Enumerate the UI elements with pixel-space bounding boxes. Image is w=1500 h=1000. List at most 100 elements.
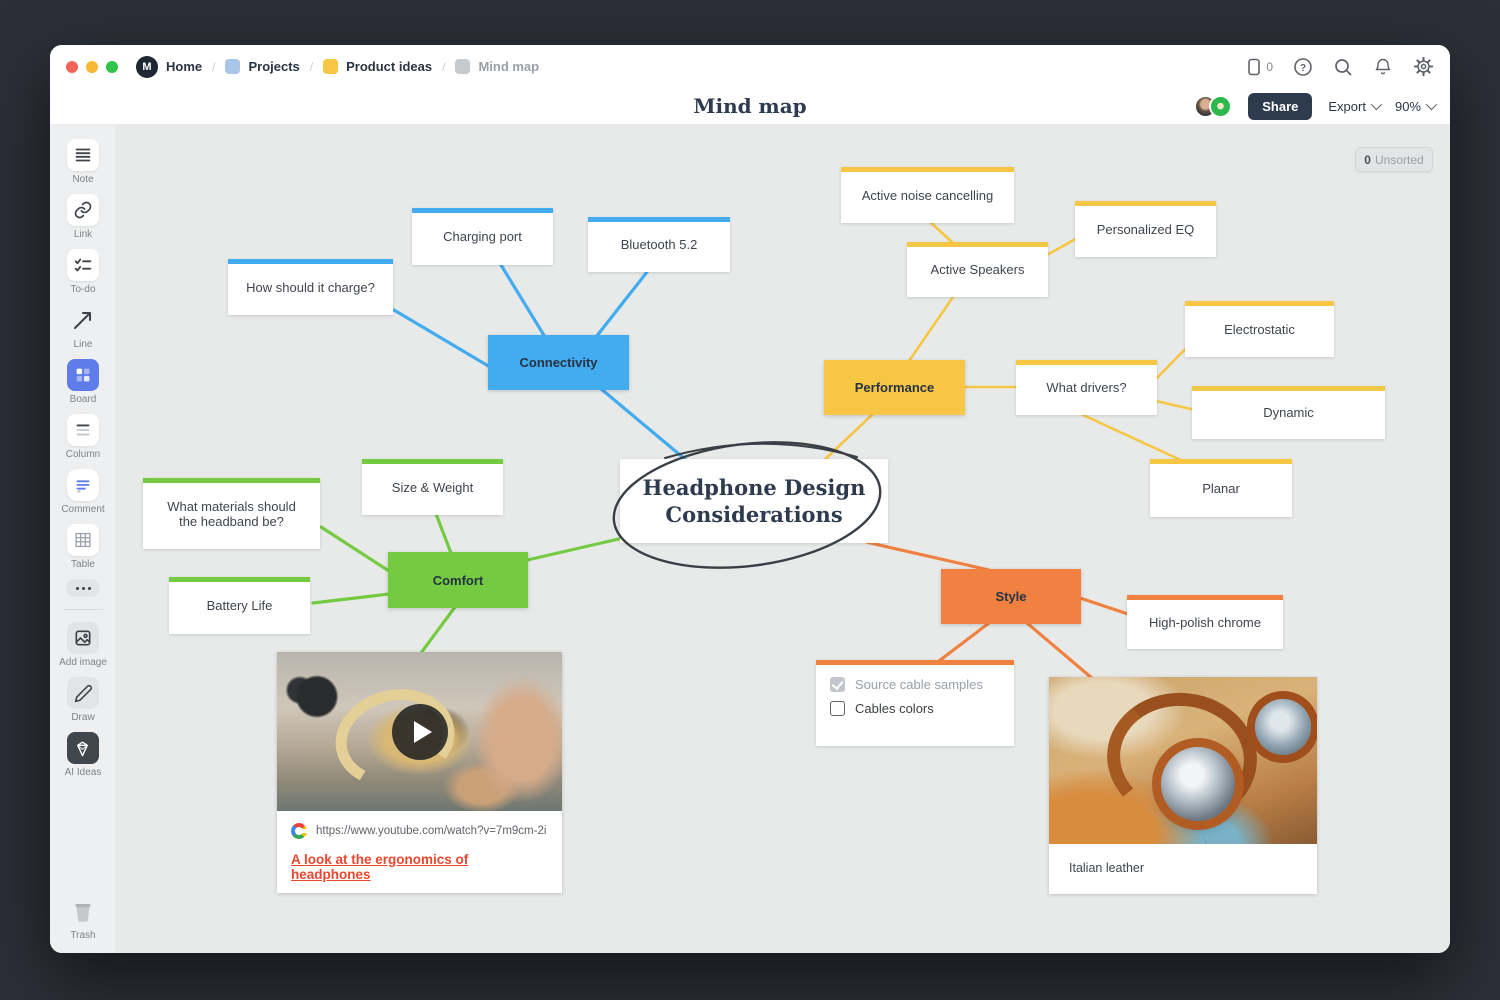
settings-button[interactable] xyxy=(1413,56,1434,77)
tool-column[interactable]: Column xyxy=(66,414,100,460)
add-image-icon xyxy=(67,622,99,654)
gear-icon xyxy=(1413,56,1434,77)
checkbox-checked-icon[interactable] xyxy=(830,677,845,692)
zoom-level-menu[interactable]: 90% xyxy=(1394,98,1438,114)
tool-note[interactable]: Note xyxy=(67,139,99,185)
node-label: Active Speakers xyxy=(930,262,1025,277)
node-active-noise-cancelling[interactable]: Active noise cancelling xyxy=(841,167,1014,223)
tool-trash[interactable]: Trash xyxy=(67,895,99,941)
table-icon xyxy=(67,524,99,556)
node-label: Bluetooth 5.2 xyxy=(620,237,698,252)
notifications-button[interactable] xyxy=(1373,57,1393,77)
collaborator-avatars[interactable] xyxy=(1194,94,1233,118)
play-button[interactable] xyxy=(392,704,448,760)
todo-item-cables-colors[interactable]: Cables colors xyxy=(830,701,1000,716)
node-personalized-eq[interactable]: Personalized EQ xyxy=(1075,201,1216,257)
minimize-window-button[interactable] xyxy=(86,60,98,73)
node-performance[interactable]: Performance xyxy=(824,360,965,415)
tool-label: Draw xyxy=(71,712,95,723)
node-label: What materials should the headband be? xyxy=(167,498,296,529)
help-button[interactable]: ? xyxy=(1293,57,1313,77)
app-window: M Home / Projects / Product ideas / Mind… xyxy=(50,45,1450,953)
node-bluetooth[interactable]: Bluetooth 5.2 xyxy=(588,217,730,272)
video-thumbnail[interactable] xyxy=(277,652,562,811)
app-logo: M xyxy=(136,55,158,78)
tool-ai-ideas[interactable]: AI Ideas xyxy=(65,732,101,778)
tool-link[interactable]: Link xyxy=(67,194,99,240)
node-connectivity[interactable]: Connectivity xyxy=(488,335,629,390)
node-label: Electrostatic xyxy=(1224,321,1295,337)
breadcrumb-product-ideas-label: Product ideas xyxy=(346,59,433,74)
todo-item-label: Source cable samples xyxy=(855,677,983,692)
tool-label: Table xyxy=(71,559,95,570)
node-planar[interactable]: Planar xyxy=(1150,459,1292,517)
node-materials[interactable]: What materials should the headband be? xyxy=(143,478,320,549)
whiteboard-canvas[interactable]: 0 Unsorted Connectivity Charging port Bl… xyxy=(117,125,1450,953)
tool-label: Trash xyxy=(70,930,96,941)
chevron-down-icon xyxy=(1370,98,1383,111)
headphone-cup-art xyxy=(1255,699,1311,755)
breadcrumb-home[interactable]: Home xyxy=(166,59,202,74)
image-card[interactable]: Italian leather xyxy=(1049,677,1317,894)
image-caption: Italian leather xyxy=(1069,861,1145,875)
node-label: Performance xyxy=(854,380,935,395)
bell-icon xyxy=(1375,58,1391,74)
ellipsis-icon xyxy=(75,586,79,590)
tool-label: Link xyxy=(73,229,93,240)
product-ideas-icon xyxy=(323,59,339,74)
zoom-level-value: 90% xyxy=(1394,98,1421,114)
play-icon xyxy=(413,721,432,743)
export-menu[interactable]: Export xyxy=(1328,98,1383,114)
maximize-window-button[interactable] xyxy=(106,60,118,73)
unsorted-badge[interactable]: 0 Unsorted xyxy=(1355,147,1433,172)
breadcrumb-home-label: Home xyxy=(166,59,203,74)
node-label: Charging port xyxy=(443,229,522,244)
node-high-polish-chrome[interactable]: High-polish chrome xyxy=(1127,595,1283,649)
board-icon xyxy=(67,359,99,391)
tool-board[interactable]: Board xyxy=(67,359,99,405)
breadcrumb-mind-map[interactable]: Mind map xyxy=(455,59,539,74)
more-tools-button[interactable] xyxy=(66,579,100,597)
video-url: https://www.youtube.com/watch?v=7m9cm-2i xyxy=(316,825,547,837)
ellipsis-icon xyxy=(81,586,85,590)
tool-table[interactable]: Table xyxy=(67,524,99,570)
center-title-line1: Headphone Design xyxy=(642,474,866,500)
breadcrumb-projects[interactable]: Projects xyxy=(225,59,300,74)
avatar[interactable] xyxy=(1209,94,1233,118)
node-comfort[interactable]: Comfort xyxy=(388,552,528,608)
video-link[interactable]: A look at the ergonomics of headphones xyxy=(291,852,469,882)
comment-icon xyxy=(66,469,99,501)
checkbox-empty-icon[interactable] xyxy=(830,701,845,716)
node-size-weight[interactable]: Size & Weight xyxy=(362,459,503,515)
tool-todo[interactable]: To-do xyxy=(67,249,99,295)
share-button[interactable]: Share xyxy=(1248,92,1313,120)
node-label: Dynamic xyxy=(1263,405,1314,420)
node-how-should-it-charge[interactable]: How should it charge? xyxy=(228,259,393,315)
headphone-cup-art xyxy=(1161,747,1235,821)
node-style[interactable]: Style xyxy=(941,569,1081,624)
tool-line[interactable]: Line xyxy=(67,304,99,350)
node-label: High-polish chrome xyxy=(1149,614,1261,630)
node-battery-life[interactable]: Battery Life xyxy=(169,577,310,634)
search-button[interactable] xyxy=(1333,57,1353,77)
tool-draw[interactable]: Draw xyxy=(67,677,99,723)
node-what-drivers[interactable]: What drivers? xyxy=(1016,360,1157,415)
todo-item-source-cable-samples[interactable]: Source cable samples xyxy=(830,677,1000,692)
node-charging-port[interactable]: Charging port xyxy=(412,208,553,265)
link-icon xyxy=(67,194,99,226)
video-card[interactable]: https://www.youtube.com/watch?v=7m9cm-2i… xyxy=(277,652,562,893)
node-dynamic[interactable]: Dynamic xyxy=(1192,386,1385,439)
node-active-speakers[interactable]: Active Speakers xyxy=(907,242,1048,297)
todo-card[interactable]: Source cable samples Cables colors xyxy=(816,660,1014,746)
node-center-topic[interactable]: Headphone Design Considerations xyxy=(620,459,888,543)
node-electrostatic[interactable]: Electrostatic xyxy=(1185,301,1334,357)
tool-add-image[interactable]: Add image xyxy=(59,622,107,668)
connected-devices-button[interactable]: 0 xyxy=(1246,58,1273,76)
tool-label: Comment xyxy=(61,504,105,515)
tool-comment[interactable]: Comment xyxy=(61,469,105,515)
trash-icon xyxy=(67,895,99,927)
close-window-button[interactable] xyxy=(66,60,78,73)
node-label: Comfort xyxy=(432,572,484,588)
breadcrumb-separator: / xyxy=(309,59,314,74)
breadcrumb-product-ideas[interactable]: Product ideas xyxy=(323,59,432,74)
